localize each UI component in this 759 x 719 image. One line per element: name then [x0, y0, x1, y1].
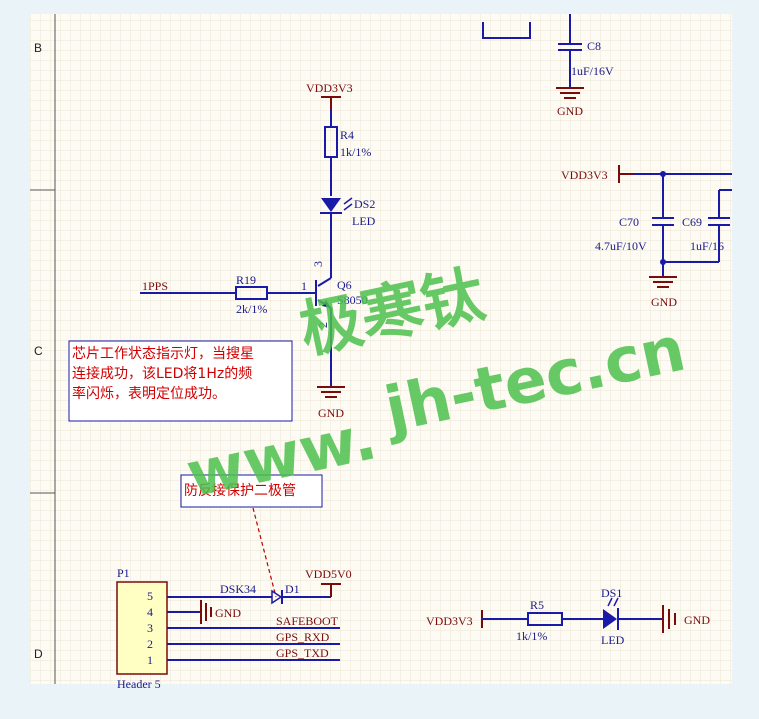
net-gps-txd: GPS_TXD	[276, 646, 329, 660]
c8-value: 1uF/16V	[571, 64, 614, 78]
note-line-2: 连接成功，该LED将1Hz的频	[72, 365, 252, 382]
gnd-symbol-c70: GND	[649, 276, 677, 309]
p1-pin4: 4	[147, 605, 153, 619]
r5-value: 1k/1%	[516, 629, 547, 643]
zone-d-label: D	[34, 647, 43, 661]
net-safeboot: SAFEBOOT	[276, 614, 339, 628]
ds1-ref: DS1	[601, 586, 622, 600]
resistor-r4: R4 1k/1%	[324, 110, 371, 196]
p1-ref: P1	[117, 566, 130, 580]
note-reverse-protect: 防反接保护二极管	[184, 482, 296, 499]
net-vdd5v0: VDD5V0	[305, 567, 352, 581]
c69-ref: C69	[682, 215, 702, 229]
gnd-symbol-q6: GND	[317, 386, 345, 420]
p1-pin5: 5	[147, 589, 153, 603]
r19-ref: R19	[236, 273, 256, 287]
note-box-reverse-protect	[180, 474, 323, 508]
r5-ref: R5	[530, 598, 544, 612]
gnd-symbol-ds1: GND	[662, 605, 710, 633]
p1-pin2: 2	[147, 637, 153, 651]
note-line-3: 率闪烁，表明定位成功。	[72, 385, 226, 402]
r19-value: 2k/1%	[236, 302, 267, 316]
transistor-q6: 3 1 2 Q6 S8050	[301, 261, 368, 386]
c8-ref: C8	[587, 39, 601, 53]
c70-ref: C70	[619, 215, 639, 229]
p1-value: Header 5	[117, 677, 161, 691]
net-vdd3v3-top: VDD3V3	[306, 81, 353, 95]
capacitor-c69: C69 1uF/16	[660, 189, 732, 265]
capacitor-c8: C8 1uF/16V	[558, 14, 614, 88]
q6-ref: Q6	[337, 278, 352, 292]
note-line-1: 芯片工作状态指示灯，当搜星	[72, 346, 254, 362]
capacitor-c70: C70 4.7uF/10V	[595, 174, 674, 277]
c69-value: 1uF/16	[690, 239, 724, 253]
net-vdd3v3-mid: VDD3V3	[561, 168, 608, 182]
r4-ref: R4	[340, 128, 354, 142]
note-pointer-line	[252, 507, 277, 598]
led-ds2: DS2 LED	[320, 197, 376, 262]
q6-pin1: 1	[301, 279, 307, 293]
net-vdd3v3-bottom: VDD3V3	[426, 614, 473, 628]
c70-value: 4.7uF/10V	[595, 239, 647, 253]
q6-pin2: 2	[316, 322, 330, 328]
ds1-value: LED	[601, 633, 625, 647]
resistor-r5: R5 1k/1%	[516, 598, 603, 643]
gnd-symbol-c8: GND	[556, 87, 584, 118]
ds1-gnd-label: GND	[684, 613, 710, 627]
q6-pin3: 3	[311, 261, 325, 267]
p1-gnd-label: GND	[215, 606, 241, 620]
d1-ref: D1	[285, 582, 300, 596]
gnd-symbol-p1: GND	[167, 600, 241, 624]
zone-c-label: C	[34, 344, 43, 358]
zone-b-label: B	[34, 41, 42, 55]
c8-gnd-label: GND	[557, 104, 583, 118]
header-p1	[116, 581, 168, 675]
note-box-status-led	[68, 340, 293, 422]
net-1pps: 1PPS	[142, 279, 168, 293]
q6-value: S8050	[337, 293, 368, 307]
r4-value: 1k/1%	[340, 145, 371, 159]
p1-pin3: 3	[147, 621, 153, 635]
ds2-ref: DS2	[354, 197, 375, 211]
partial-component-box	[482, 22, 531, 39]
c70-gnd-label: GND	[651, 295, 677, 309]
q6-gnd-label: GND	[318, 406, 344, 420]
led-ds1: DS1 LED	[601, 586, 663, 647]
diode-d1: DSK34 D1	[167, 582, 341, 605]
d1-value: DSK34	[220, 582, 256, 596]
net-gps-rxd: GPS_RXD	[276, 630, 330, 644]
resistor-r19: R19 2k/1%	[140, 273, 316, 316]
ds2-value: LED	[352, 214, 376, 228]
p1-pin1: 1	[147, 653, 153, 667]
